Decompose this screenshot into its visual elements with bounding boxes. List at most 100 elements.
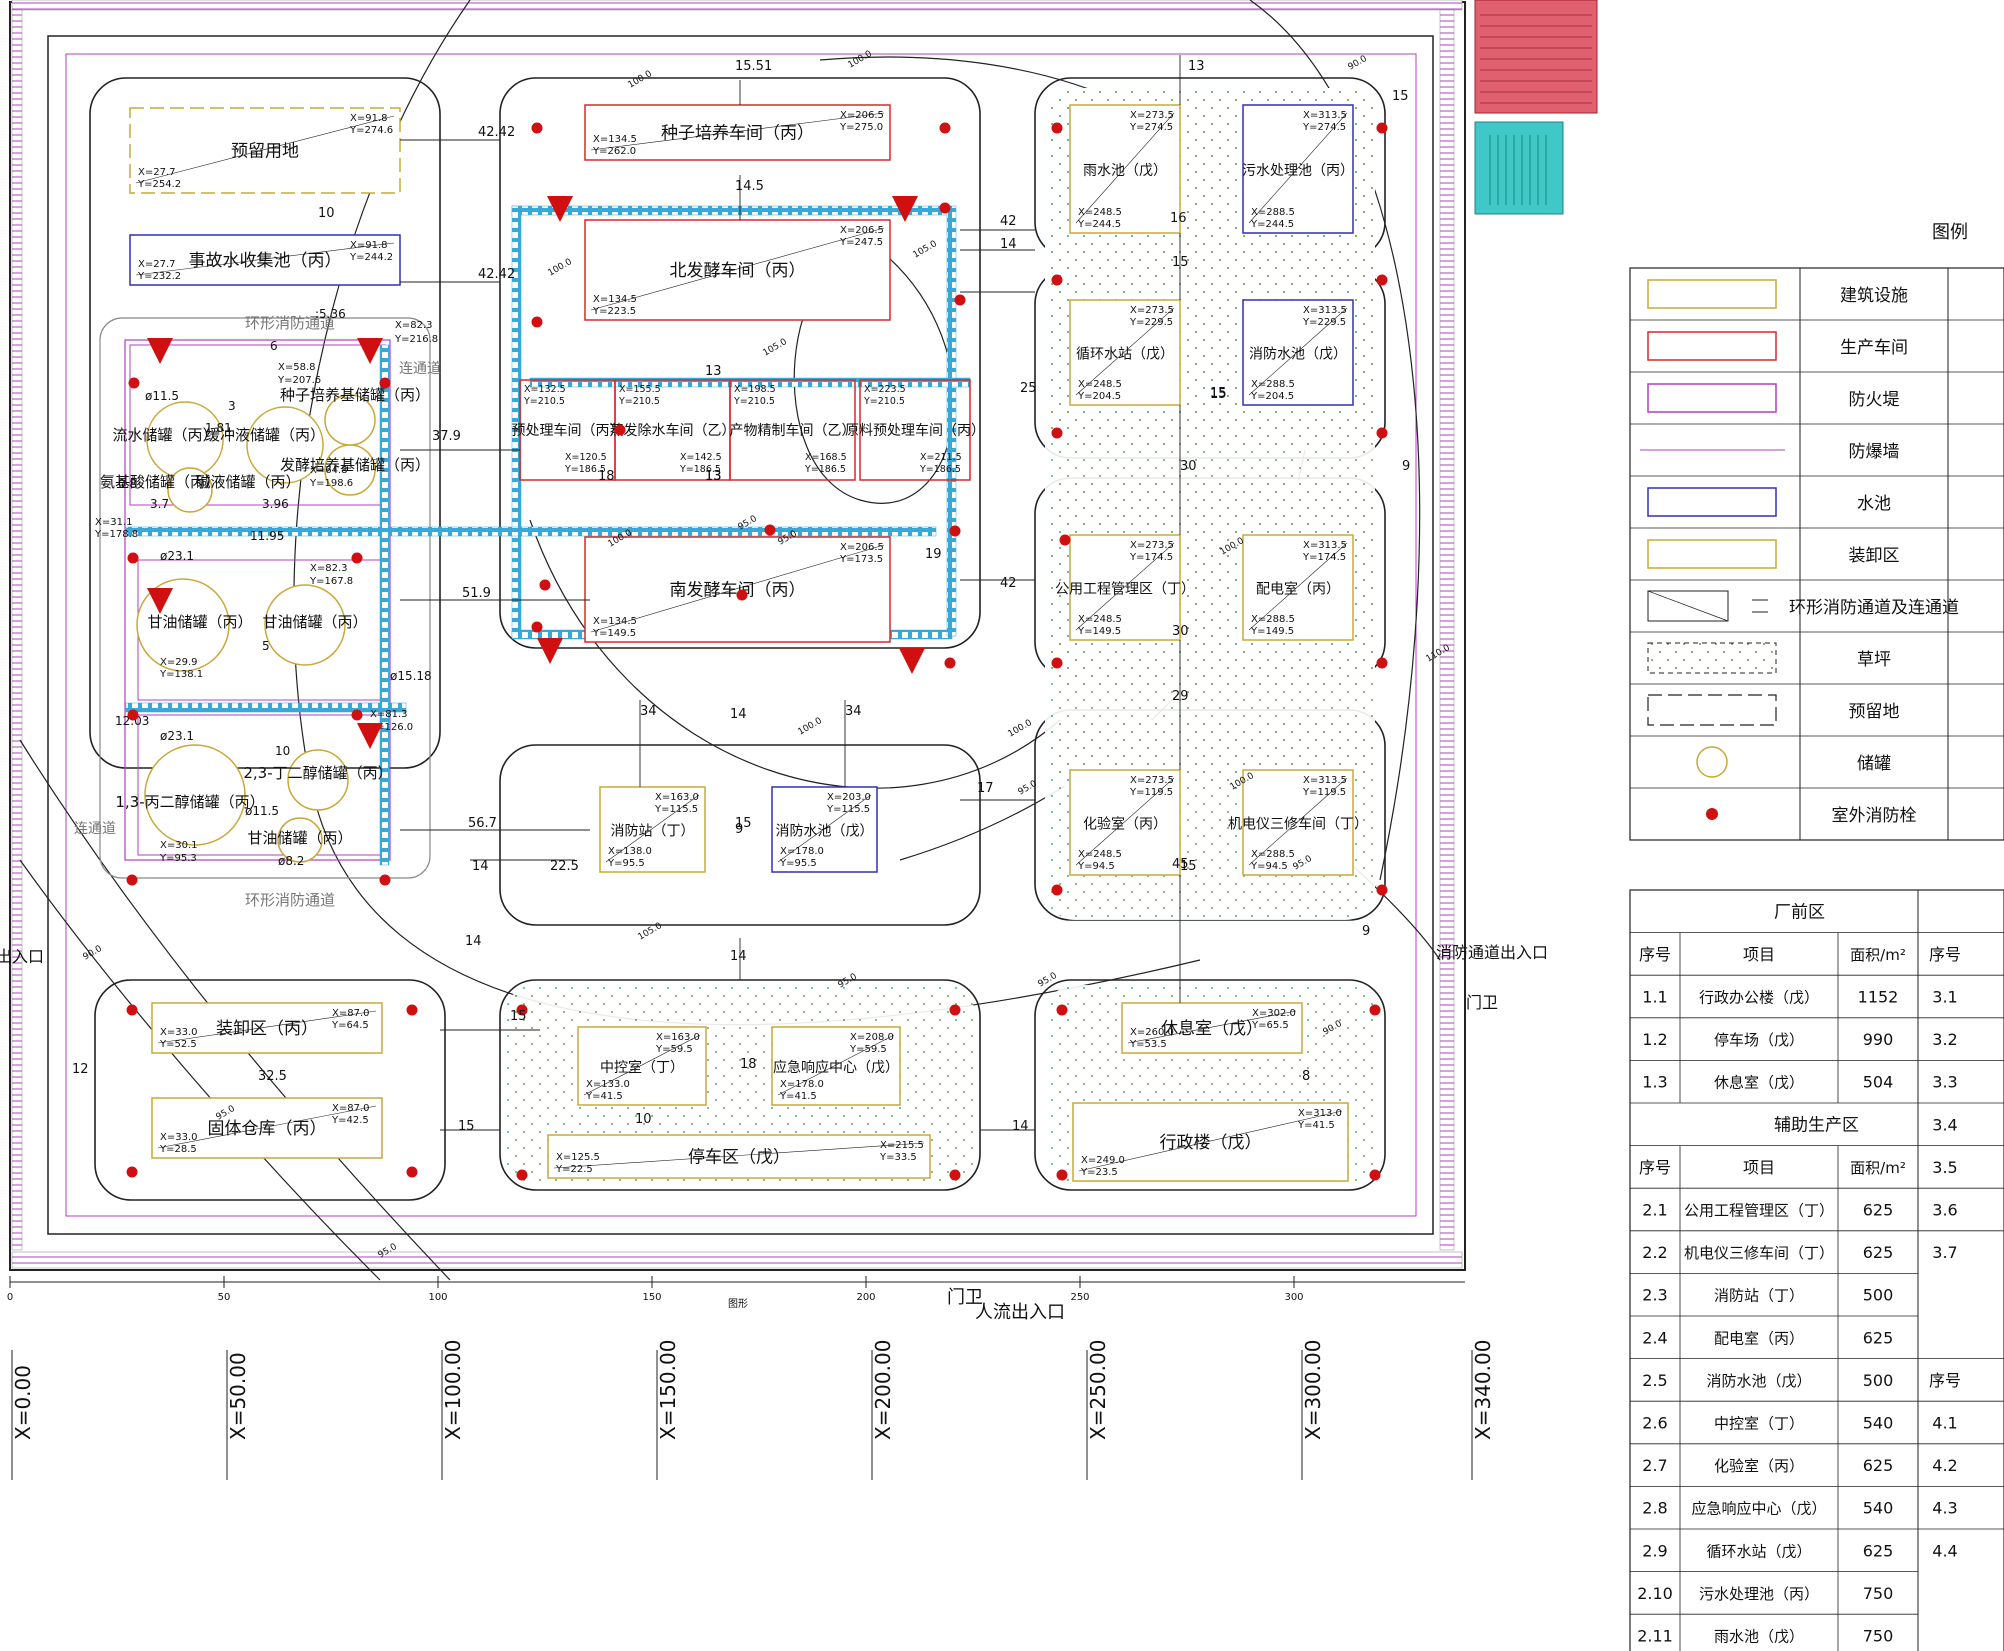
zone-4: 南发酵车间（丙）X=206.5Y=173.5X=134.5Y=149.5 bbox=[584, 536, 891, 643]
dimension-label: 13 bbox=[1188, 59, 1205, 74]
process-room-0: 预处理车间（丙）X=132.5Y=210.5X=120.5Y=186.5 bbox=[512, 379, 624, 481]
fire-hydrant bbox=[944, 657, 956, 669]
zone-label: 雨水池（戊） bbox=[1083, 163, 1167, 179]
zone-outline bbox=[1069, 104, 1181, 234]
block-central-south bbox=[499, 744, 981, 926]
tank-dim: ø11.5 bbox=[145, 389, 179, 403]
zone-label: 南发酵车间（丙） bbox=[670, 581, 806, 601]
coord-y-ne: Y=33.5 bbox=[879, 1152, 917, 1163]
foam-monitor-icon bbox=[547, 196, 573, 222]
fire-hydrant bbox=[764, 524, 776, 536]
coord-x-ne: X=313.5 bbox=[1303, 110, 1347, 121]
zone-20: 休息室（戊）X=302.0Y=65.5X=260.0Y=53.5 bbox=[1121, 1002, 1303, 1054]
coord-diagonal bbox=[590, 544, 885, 633]
tank-coord: X=31.1 bbox=[95, 517, 133, 528]
tank-dim: ø8.2 bbox=[278, 854, 304, 868]
area-table-area: 500 bbox=[1863, 1371, 1894, 1390]
legend-label: 环形消防通道及连通道 bbox=[1789, 598, 1959, 618]
coord-x-sw: X=248.5 bbox=[1078, 849, 1122, 860]
area-table-right-col: 3.3 bbox=[1932, 1073, 1957, 1092]
area-table-no: 2.4 bbox=[1642, 1328, 1667, 1347]
coord-x-ne: X=91.8 bbox=[350, 113, 388, 124]
coord-x-ne: X=215.5 bbox=[880, 1140, 924, 1151]
zone-label: 污水处理池（丙） bbox=[1242, 163, 1354, 179]
storage-tank bbox=[246, 406, 324, 484]
coord-y-ne: Y=274.5 bbox=[1302, 122, 1346, 133]
green-belt-right bbox=[1439, 9, 1455, 1251]
block-southwest bbox=[94, 979, 446, 1201]
green-belt-bottom bbox=[11, 1251, 1463, 1269]
coord-y-ne: Y=59.5 bbox=[849, 1044, 887, 1055]
coord-x-sw: X=138.0 bbox=[608, 846, 652, 857]
dimension-label: 56.7 bbox=[468, 816, 497, 831]
tank-coord: X=29.9 bbox=[160, 657, 198, 668]
coord-x-ne: X=132.5 bbox=[524, 384, 566, 395]
coord-y-ne: Y=210.5 bbox=[618, 396, 660, 407]
area-table-no: 2.6 bbox=[1642, 1414, 1667, 1433]
foam-monitor-icon bbox=[537, 638, 563, 664]
legend-label: 装卸区 bbox=[1849, 546, 1900, 566]
coord-y-sw: Y=262.0 bbox=[592, 146, 636, 157]
fire-hydrant bbox=[1376, 122, 1388, 134]
dimension-label: 15 bbox=[1210, 386, 1227, 401]
coord-y-sw: Y=204.5 bbox=[1077, 391, 1121, 402]
link-road-label: 连通道 bbox=[399, 361, 441, 377]
x-grid-label: X=200.00 bbox=[871, 1340, 895, 1440]
zone-outline bbox=[1121, 1002, 1303, 1054]
block-central-production bbox=[499, 77, 981, 649]
dimension-label: 18 bbox=[598, 469, 615, 484]
zone-16: 固体仓库（丙）X=87.0Y=42.5X=33.0Y=28.5 bbox=[151, 1097, 383, 1159]
coord-y-sw: Y=22.5 bbox=[555, 1164, 593, 1175]
tank-coord: Y=167.8 bbox=[309, 576, 353, 587]
coord-x-ne: X=273.5 bbox=[1130, 110, 1174, 121]
process-room-outline bbox=[859, 379, 971, 481]
area-table-item: 化验室（丙） bbox=[1714, 1457, 1804, 1475]
contour-label: 90.0 bbox=[1347, 54, 1370, 73]
zone-14: 消防水池（戊）X=203.0Y=115.5X=178.0Y=95.5 bbox=[771, 786, 878, 873]
tank-coord: Y=126.0 bbox=[369, 722, 413, 733]
area-table-area: 540 bbox=[1863, 1414, 1894, 1433]
coord-x-sw: X=288.5 bbox=[1251, 614, 1295, 625]
fire-hydrant bbox=[531, 316, 543, 328]
legend-swatch-dash-rect bbox=[1647, 694, 1777, 726]
x-grid-label: X=250.00 bbox=[1086, 1340, 1110, 1440]
contour-line bbox=[1249, 0, 1421, 881]
coord-x-sw: X=27.7 bbox=[138, 167, 176, 178]
tank-label: 流水储罐（丙） bbox=[112, 426, 217, 444]
coord-y-ne: Y=275.0 bbox=[839, 122, 883, 133]
pipe-rack bbox=[125, 702, 407, 713]
legend-table bbox=[1629, 267, 2004, 841]
contour-label: 100.0 bbox=[627, 69, 655, 91]
dimension-label: 9 bbox=[1402, 459, 1410, 474]
area-table-item: 应急响应中心（戊） bbox=[1691, 1500, 1826, 1518]
coord-x-ne: X=208.0 bbox=[850, 1032, 894, 1043]
tank-coord: X=82.3 bbox=[395, 320, 433, 331]
coord-diagonal bbox=[1075, 307, 1175, 396]
area-table-no: 2.10 bbox=[1637, 1584, 1673, 1603]
coord-diagonal bbox=[1078, 1110, 1343, 1172]
dimension-label: 10 bbox=[318, 206, 335, 221]
legend-label: 草坪 bbox=[1857, 650, 1891, 670]
contour-label: 100.0 bbox=[797, 716, 825, 738]
zone-5: 雨水池（戊）X=273.5Y=274.5X=248.5Y=244.5 bbox=[1069, 104, 1181, 234]
coord-y-sw: Y=186.5 bbox=[679, 464, 721, 475]
area-table-section: 辅助生产区 bbox=[1774, 1115, 1859, 1135]
area-table-header-item: 项目 bbox=[1743, 945, 1775, 964]
tank-dim: ø23.1 bbox=[160, 729, 194, 743]
area-table-item: 消防水池（戊） bbox=[1706, 1372, 1811, 1390]
legend-label: 预留地 bbox=[1849, 702, 1900, 722]
x-grid-label: X=340.00 bbox=[1471, 1340, 1495, 1440]
dimension-label: 13 bbox=[705, 469, 722, 484]
contour-label: 105.0 bbox=[762, 337, 790, 359]
zone-outline bbox=[577, 1026, 707, 1106]
coord-x-sw: X=134.5 bbox=[593, 616, 637, 627]
coord-y-sw: Y=41.5 bbox=[585, 1091, 623, 1102]
dimension-label: 9 bbox=[735, 822, 743, 837]
area-table-area: 625 bbox=[1863, 1328, 1894, 1347]
coord-y-sw: Y=95.5 bbox=[607, 858, 645, 869]
tank-coord: Y=198.6 bbox=[309, 478, 353, 489]
dimension-label: 17 bbox=[977, 781, 994, 796]
area-table-area: 625 bbox=[1863, 1243, 1894, 1262]
